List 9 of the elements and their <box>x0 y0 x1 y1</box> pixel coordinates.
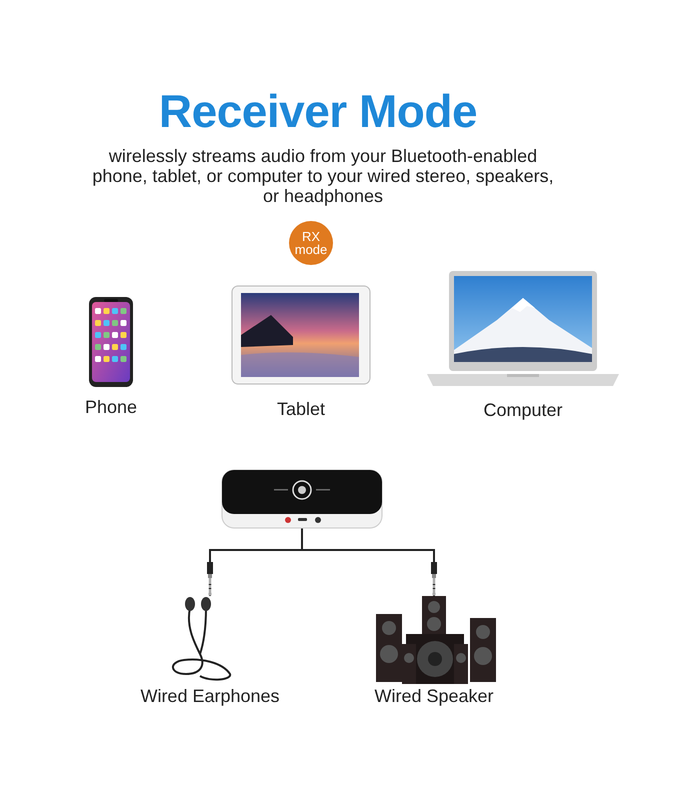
mode-badge: RX mode <box>289 221 333 265</box>
device-label: Computer <box>482 400 564 421</box>
device-label: Wired Earphones <box>139 686 281 707</box>
audio-cable <box>301 528 437 596</box>
device-label: Tablet <box>276 399 326 420</box>
device-label: Wired Speaker <box>373 686 495 707</box>
title: Receiver Mode <box>158 84 478 138</box>
caption: wirelessly streams audio from your Bluetooth-enabled phone, tablet, or computer to your wired stereo, speakers, or headphones <box>91 146 555 206</box>
device-label: Phone <box>84 397 138 418</box>
